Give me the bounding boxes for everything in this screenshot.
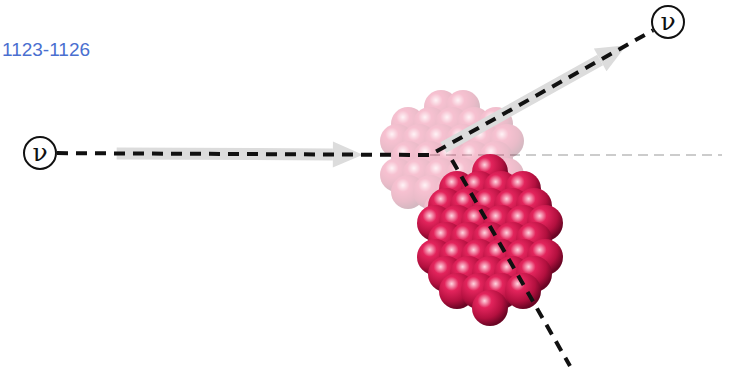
particle-symbol: ν xyxy=(660,9,675,34)
recoil-line xyxy=(452,160,570,366)
dashed-track xyxy=(57,30,653,155)
particle-symbol: ν xyxy=(32,140,47,165)
neutrino-circle: ν xyxy=(23,136,57,170)
neutrino-circle: ν xyxy=(651,5,685,39)
nucleon-sphere xyxy=(505,273,541,309)
nucleus xyxy=(417,154,563,326)
reference-label: 1123-1126 xyxy=(2,40,90,61)
nucleon-sphere xyxy=(472,290,508,326)
direction-band xyxy=(117,153,333,154)
neutrino-path xyxy=(57,30,653,167)
